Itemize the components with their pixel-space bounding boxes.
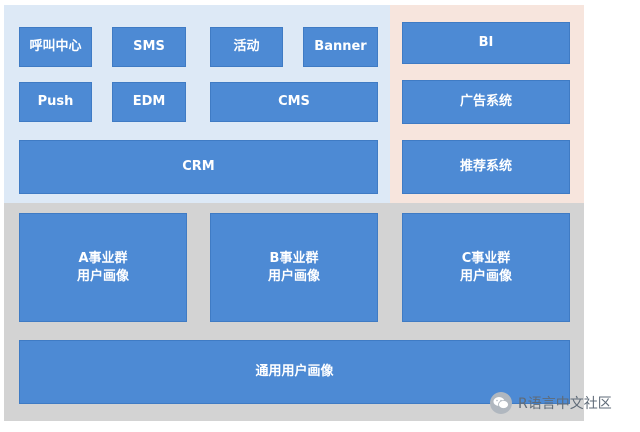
call-center-box: 呼叫中心 — [19, 27, 92, 67]
crm-box: CRM — [19, 140, 378, 194]
watermark-text: R语言中文社区 — [518, 396, 612, 412]
wechat-icon — [490, 392, 512, 414]
sms-box: SMS — [112, 27, 186, 67]
group-a-portrait-box: A事业群 用户画像 — [19, 213, 187, 322]
group-b-portrait-box: B事业群 用户画像 — [210, 213, 378, 322]
banner-box: Banner — [303, 27, 378, 67]
group-c-portrait-box: C事业群 用户画像 — [402, 213, 570, 322]
push-box: Push — [19, 82, 92, 122]
recommendation-system-box: 推荐系统 — [402, 140, 570, 194]
bi-box: BI — [402, 22, 570, 64]
watermark: R语言中文社区 — [490, 390, 612, 416]
cms-box: CMS — [210, 82, 378, 122]
general-user-portrait-box: 通用用户画像 — [19, 340, 570, 404]
ad-system-box: 广告系统 — [402, 80, 570, 124]
activity-box: 活动 — [210, 27, 283, 67]
edm-box: EDM — [112, 82, 186, 122]
